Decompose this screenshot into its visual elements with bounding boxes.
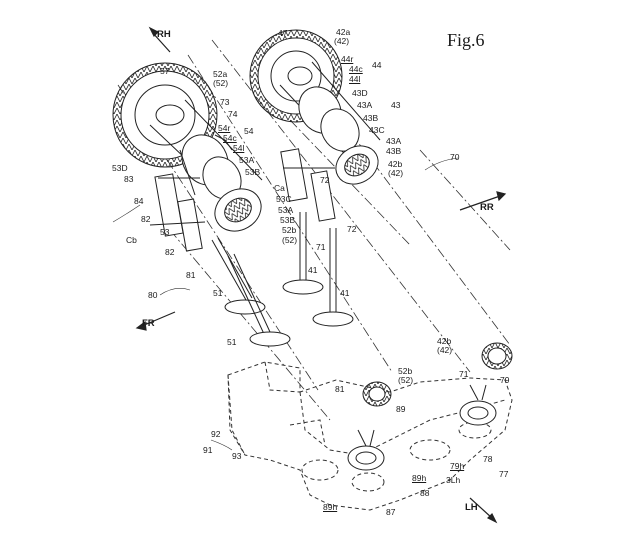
label-44r: 44r [341,54,354,64]
label-71-b: 71 [459,369,469,379]
label-42b-top: 42b [388,159,403,169]
rocker-assembly-right [280,148,336,222]
label-42b-top-paren: (42) [388,168,404,178]
label-93: 93 [232,451,242,461]
label-51-b: 51 [227,337,237,347]
label-53A-low: 53A [278,205,294,215]
label-83: 83 [124,174,134,184]
label-52a-paren: (52) [213,78,229,88]
label-81-b: 81 [335,384,345,394]
label-57: 57 [160,66,170,76]
direction-rh: RH [157,29,171,40]
label-43A-top: 43A [357,100,373,110]
label-89h-b: 89h [412,473,427,483]
label-43B-mid: 43B [386,146,402,156]
label-80: 80 [148,290,158,300]
label-77: 77 [499,469,509,479]
label-81-a: 81 [186,270,196,280]
label-89h-a: 89h [323,502,338,512]
label-87: 87 [386,507,396,517]
label-43C: 43C [369,125,385,135]
direction-rr: RR [480,202,494,213]
label-54l: 54l [233,143,245,153]
label-78: 78 [483,454,493,464]
label-92: 92 [211,429,221,439]
label-43A-mid: 43A [386,136,402,146]
label-44c: 44c [349,64,363,74]
figure-title: Fig.6 [447,30,485,50]
label-52b-mid-paren: (52) [282,235,298,245]
label-70: 70 [450,152,460,162]
label-Ca: Ca [274,183,285,193]
label-3Lh: 3Lh [446,475,461,485]
direction-fr: FR [142,318,155,329]
label-52a: 52a [213,69,228,79]
label-54r: 54r [218,123,231,133]
label-43B-top: 43B [363,113,379,123]
label-44l: 44l [349,74,361,84]
label-Cb: Cb [126,235,137,245]
label-53B-low: 53B [280,215,296,225]
label-82-b: 82 [165,247,175,257]
label-84: 84 [134,196,144,206]
label-42b-low-paren: (42) [437,345,453,355]
label-53B-top: 53B [245,167,261,177]
label-79: 79 [500,375,510,385]
label-53C: 53C [276,194,292,204]
gear-52b-lower [362,381,392,407]
label-42a: 42a [336,27,351,37]
label-82-a: 82 [141,214,151,224]
gear-42b-lower [481,342,513,370]
label-52b-mid: 52b [282,225,297,235]
direction-lh: LH [465,502,478,513]
label-91: 91 [203,445,213,455]
label-54: 54 [244,126,254,136]
label-73: 73 [220,97,230,107]
label-71-a: 71 [316,242,326,252]
label-43: 43 [391,100,401,110]
label-72-b: 72 [347,224,357,234]
label-47: 47 [278,28,288,38]
leader-lines [112,157,459,451]
label-74: 74 [228,109,238,119]
label-53: 53 [160,227,170,237]
rocker-assembly-left [149,173,206,252]
label-54c: 54c [223,133,237,143]
label-51-a: 51 [213,288,223,298]
label-44: 44 [372,60,382,70]
direction-arrows [135,26,507,524]
camshaft-52 [112,62,263,232]
label-52b-low-paren: (52) [398,375,414,385]
label-41-b: 41 [340,288,350,298]
label-72-a: 72 [320,175,330,185]
label-41-a: 41 [308,265,318,275]
valve-51-b [227,253,291,347]
valve-41-b [312,228,354,327]
label-42b-low: 42b [437,336,452,346]
camshaft-42 [249,29,381,185]
label-88: 88 [420,488,430,498]
follower-79h [459,384,497,426]
valve-41-a [282,212,324,295]
label-79h: 79h [450,461,465,471]
valve-51-a [211,237,266,315]
label-89: 89 [396,404,406,414]
follower-89h [347,429,385,471]
label-42a-paren: (42) [334,36,350,46]
label-52b-low: 52b [398,366,413,376]
label-53D: 53D [112,163,128,173]
label-43D: 43D [352,88,368,98]
label-53A-top: 53A [239,155,255,165]
